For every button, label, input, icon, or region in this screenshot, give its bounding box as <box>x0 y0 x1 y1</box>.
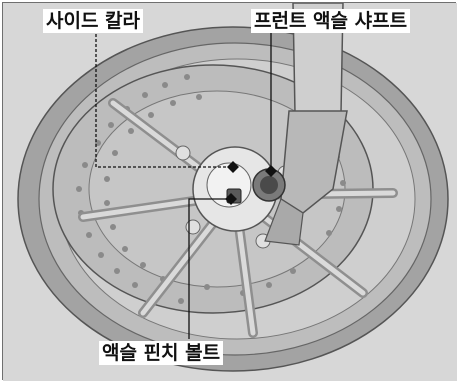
leader-axle-pinch-bolt <box>188 198 231 339</box>
front-wheel-illustration <box>3 3 457 381</box>
wheel-illustration-frame: 사이드 칼라 프런트 액슬 샤프트 액슬 핀치 볼트 <box>2 2 457 381</box>
front-axle-shaft-label: 프런트 액슬 샤프트 <box>251 9 411 33</box>
leader-markers <box>225 161 277 205</box>
marker-side-collar <box>227 161 239 173</box>
fork-bottom <box>264 198 304 246</box>
axle-pinch-bolt-label: 액슬 핀치 볼트 <box>99 341 224 365</box>
marker-axle-pinch-bolt <box>225 193 237 205</box>
marker-front-axle-shaft <box>265 165 277 177</box>
side-collar-label: 사이드 칼라 <box>43 9 144 33</box>
front-axle-shaft-hex <box>260 176 278 194</box>
leader-side-collar <box>95 29 233 168</box>
leader-lines <box>95 29 272 339</box>
